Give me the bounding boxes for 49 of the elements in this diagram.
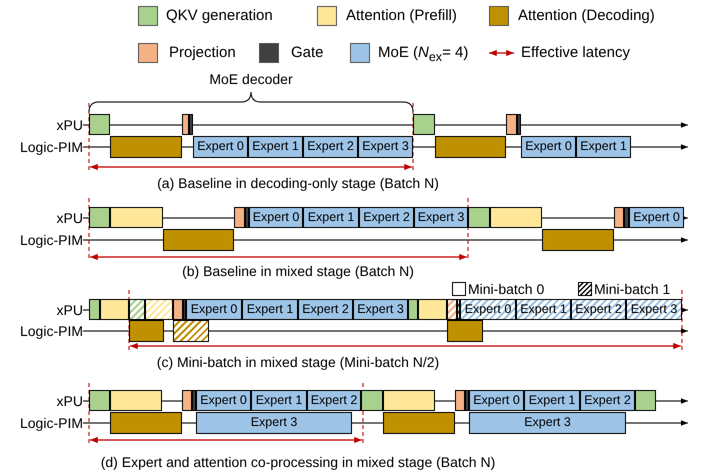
expert-block: Expert 2 — [359, 207, 414, 228]
expert-block: Expert 3 — [626, 299, 682, 320]
expert-block: Expert 2 — [298, 299, 353, 320]
expert-block: Expert 2 — [303, 136, 358, 158]
row-label: xPU — [56, 210, 83, 226]
row-label: xPU — [56, 302, 83, 318]
legend-label: Mini-batch 1 — [594, 281, 670, 297]
expert-block: Expert 2 — [307, 390, 361, 411]
legend-label: MoE (N$_{ex}$= 4) — [378, 45, 468, 65]
expert-block: Expert 0 — [629, 207, 684, 228]
legend-label: Attention (Prefill) — [346, 8, 457, 24]
expert-block: Expert 1 — [251, 390, 307, 411]
row-label: Logic-PIM — [20, 139, 83, 155]
row-label: Logic-PIM — [20, 323, 83, 339]
expert-block: Expert 3 — [353, 299, 408, 320]
row-label: Logic-PIM — [20, 232, 83, 248]
legend-label: Projection — [169, 45, 236, 61]
legend-label: Mini-batch 0 — [468, 281, 544, 297]
expert-block: Expert 0 — [186, 299, 242, 320]
expert-block: Expert 1 — [516, 299, 571, 320]
row-label: Logic-PIM — [20, 415, 83, 431]
panel-caption: (b) Baseline in mixed stage (Batch N) — [182, 263, 414, 279]
expert-block: Expert 0 — [521, 136, 576, 158]
row-label: xPU — [56, 393, 83, 409]
expert-block: Expert 0 — [460, 299, 516, 320]
panel-caption: (d) Expert and attention co-processing in mixed stage (Batch N) — [100, 454, 496, 470]
row-label: xPU — [56, 117, 83, 133]
expert-block: Expert 0 — [469, 390, 524, 411]
expert-block: Expert 0 — [249, 207, 303, 228]
brace-label: MoE decoder — [209, 71, 293, 87]
expert-block: Expert 1 — [303, 207, 359, 228]
legend-label: Gate — [291, 45, 324, 61]
expert-block: Expert 2 — [580, 390, 635, 411]
expert-block: Expert 3 — [414, 207, 468, 228]
expert-block: Expert 1 — [576, 136, 631, 158]
panel-caption: (c) Mini-batch in mixed stage (Mini-batch N/2) — [156, 354, 440, 370]
expert-block: Expert 0 — [196, 390, 251, 411]
expert-block: Expert 1 — [242, 299, 298, 320]
expert-block: Expert 1 — [524, 390, 580, 411]
legend-label: Attention (Decoding) — [518, 8, 655, 24]
expert-block: Expert 3 — [358, 136, 413, 158]
panel-caption: (a) Baseline in decoding-only stage (Batch N) — [157, 175, 439, 191]
expert-block: Expert 0 — [193, 136, 248, 158]
legend-label: QKV generation — [166, 8, 273, 24]
expert-block: Expert 3 — [196, 412, 352, 434]
expert-block: Expert 1 — [248, 136, 303, 158]
expert-block: Expert 3 — [469, 412, 626, 434]
expert-block: Expert 2 — [571, 299, 626, 320]
legend-label: Effective latency — [521, 45, 630, 61]
